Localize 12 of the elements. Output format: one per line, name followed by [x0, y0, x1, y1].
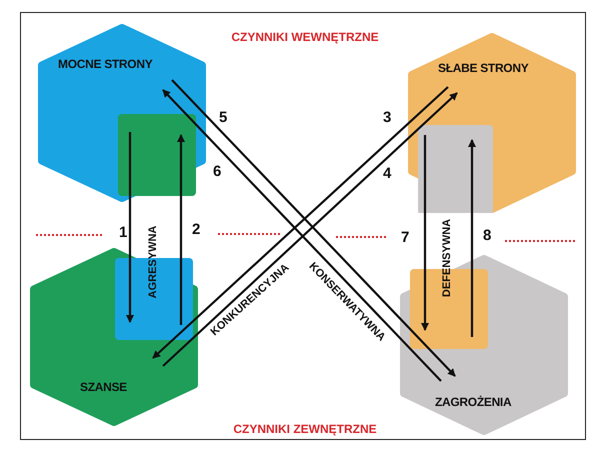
section-heading: CZYNNIKI ZEWNĘTRZNE	[233, 422, 377, 436]
arrow	[177, 134, 185, 325]
arrow	[126, 132, 134, 323]
arrow	[421, 135, 429, 331]
section-heading: CZYNNIKI WEWNĘTRZNE	[231, 30, 379, 44]
arrow	[468, 139, 476, 337]
node-label: ZAGROŻENIA	[435, 395, 512, 409]
strategy-label: AGRESYWNA	[147, 226, 159, 298]
strategy-label: DEFENSYWNA	[441, 218, 453, 298]
node-label: SZANSE	[80, 380, 127, 394]
node-label: SŁABE STRONY	[438, 61, 528, 75]
node-label: MOCNE STRONY	[58, 57, 152, 71]
